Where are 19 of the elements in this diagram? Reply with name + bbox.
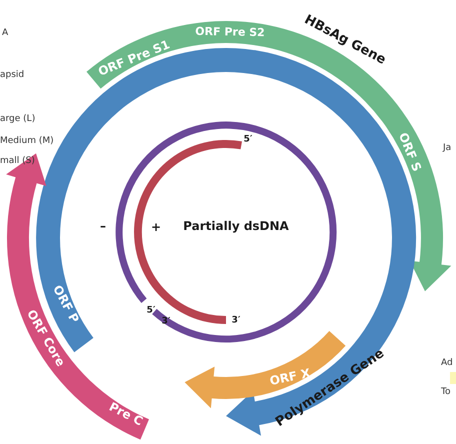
strand-end-label: 5′ [244,136,252,144]
cropped-legend-text: Ja [443,144,452,153]
center-label: Partially dsDNA [183,220,289,232]
orf-label: ORF S [396,131,424,173]
cropped-legend-text: Ad [441,359,453,368]
orf-label: ORF Pre S1 [96,38,172,78]
cropped-legend-text: A [2,29,8,38]
cropped-legend-text: mall (S) [0,157,35,166]
cropped-legend-text: Medium (M) [0,137,54,146]
orf-label: ORF P [51,283,81,325]
strand-end-label: 3′ [232,316,240,326]
strand-end-label: 5′ [146,306,156,316]
cropped-legend-text: apsid [0,71,24,80]
cropped-legend-text: To [441,388,450,397]
strand-sign: – [100,220,106,232]
strand-sign: + [150,221,162,233]
orf-label: ORF Pre S2 [195,26,265,38]
strand-end-label: 3′ [162,318,170,326]
orf-label: Pre C [107,400,145,428]
